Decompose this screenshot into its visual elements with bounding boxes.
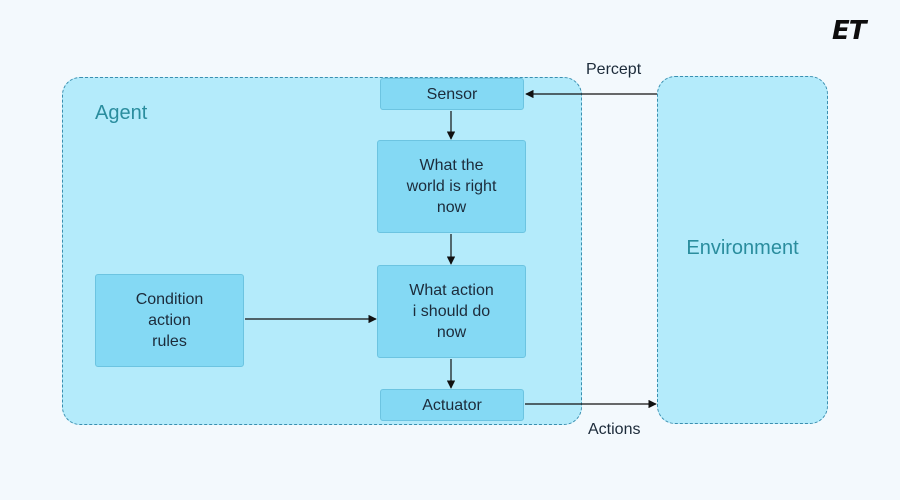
action-decision-line-2: i should do xyxy=(412,303,491,320)
agent-label: Agent xyxy=(95,102,148,124)
world-state-line-2: world is right xyxy=(406,178,497,195)
condition-rules-line-3: rules xyxy=(152,333,187,350)
environment-label: Environment xyxy=(686,237,799,259)
actions-label: Actions xyxy=(588,421,641,438)
actuator-label: Actuator xyxy=(422,396,482,414)
condition-rules-line-1: Condition xyxy=(135,291,204,308)
action-decision-line-1: What action xyxy=(409,282,494,299)
action-decision-line-3: now xyxy=(436,324,467,341)
et-logo: ET xyxy=(832,16,866,46)
environment-region xyxy=(657,76,828,424)
action-decision-box: What action i should do now xyxy=(377,265,526,358)
world-state-box: What the world is right now xyxy=(377,140,526,233)
world-state-line-3: now xyxy=(436,199,467,216)
sensor-label: Sensor xyxy=(426,85,478,103)
percept-label: Percept xyxy=(586,61,642,78)
actuator-box: Actuator xyxy=(380,389,524,421)
agent-region xyxy=(62,77,582,425)
condition-rules-line-2: action xyxy=(148,312,191,329)
sensor-box: Sensor xyxy=(380,78,524,110)
world-state-line-1: What the xyxy=(419,157,484,174)
condition-rules-box: Condition action rules xyxy=(95,274,244,367)
